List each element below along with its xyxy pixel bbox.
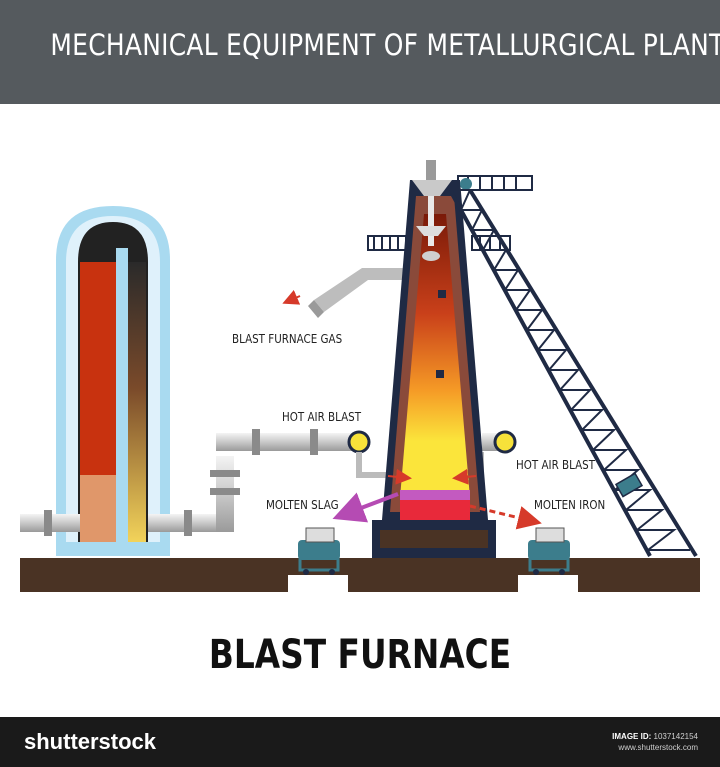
iron-pit-right (518, 575, 578, 592)
label-molten-iron: MOLTEN IRON (534, 498, 606, 512)
hot-blast-stove (56, 206, 170, 556)
furnace-body (372, 160, 496, 558)
diagram-canvas (20, 160, 700, 592)
ground (20, 558, 700, 592)
image-id-label: IMAGE ID: (612, 732, 652, 741)
label-hot-air-blast-right: HOT AIR BLAST (516, 458, 596, 472)
header-bar: MECHANICAL EQUIPMENT OF METALLURGICAL PL… (0, 0, 720, 104)
gas-outlet-pipe (308, 235, 407, 318)
diagram-title: BLAST FURNACE (208, 632, 512, 678)
skip-hoist-frame (448, 175, 698, 558)
label-hot-air-blast-left: HOT AIR BLAST (282, 410, 362, 424)
label-blast-furnace-gas: BLAST FURNACE GAS (232, 332, 343, 346)
shutterstock-logo: shutterstock (24, 729, 157, 754)
label-molten-slag: MOLTEN SLAG (266, 498, 339, 512)
footer-bar: shutterstock IMAGE ID: 1037142154 www.sh… (0, 717, 720, 767)
slag-ladle (298, 527, 340, 575)
iron-ladle (528, 527, 570, 575)
hot-air-duct (20, 429, 517, 536)
page-title: MECHANICAL EQUIPMENT OF METALLURGICAL PL… (50, 28, 720, 62)
blast-furnace-diagram: BLAST FURNACE GAS HOT AIR BLAST HOT AIR … (0, 104, 720, 716)
site-url: www.shutterstock.com (618, 743, 698, 752)
image-id-block: IMAGE ID: 1037142154 www.shutterstock.co… (612, 731, 698, 753)
slag-pit-left (288, 575, 348, 592)
image-id-value: 1037142154 (653, 732, 699, 741)
